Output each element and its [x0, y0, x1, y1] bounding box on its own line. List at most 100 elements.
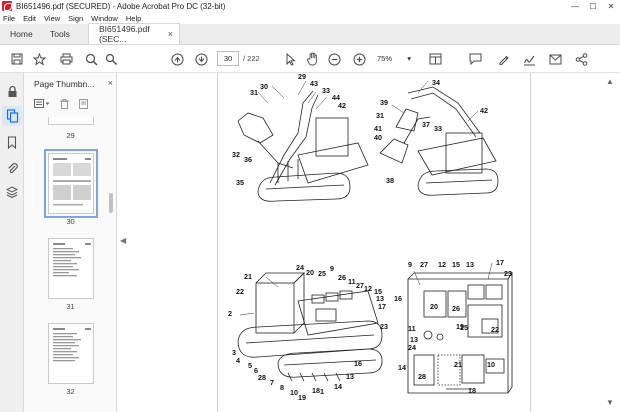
thumbnail-page-32[interactable]: [48, 323, 94, 384]
collapse-panel-handle[interactable]: ◀: [120, 236, 127, 245]
highlight-pen-icon[interactable]: [496, 52, 510, 66]
comment-icon[interactable]: [468, 52, 482, 66]
callout-label: 31: [376, 111, 384, 120]
callout-label: 34: [432, 78, 440, 87]
minimize-button[interactable]: —: [571, 1, 579, 11]
callout-label: 11: [348, 277, 356, 286]
attachment-icon[interactable]: [5, 161, 19, 175]
zoom-out-icon[interactable]: [327, 52, 341, 66]
callout-label: 21: [244, 272, 252, 281]
extract-page-icon[interactable]: [79, 99, 88, 111]
close-window-button[interactable]: ✕: [607, 1, 615, 11]
thumbnail-label-30: 30: [66, 217, 75, 226]
scroll-down-arrow[interactable]: ▼: [606, 398, 614, 407]
callout-label: 21: [454, 360, 462, 369]
thumbnail-page-31[interactable]: [48, 238, 94, 299]
acrobat-logo-icon: [2, 1, 12, 11]
tab-close-icon[interactable]: ×: [167, 29, 173, 39]
share-email-icon[interactable]: [548, 52, 562, 66]
thumbnail-page-30[interactable]: [44, 149, 98, 218]
title-bar: BI651496.pdf (SECURED) - Adobe Acrobat P…: [0, 0, 620, 12]
page-thumbnails-icon[interactable]: [2, 106, 22, 126]
page-down-icon[interactable]: [194, 52, 208, 66]
excavator-top-left-drawing: [237, 90, 369, 202]
tab-document[interactable]: BI651496.pdf (SEC... ×: [88, 23, 180, 44]
page-up-icon[interactable]: [170, 52, 184, 66]
save-icon[interactable]: [10, 52, 24, 66]
callout-label: 30: [260, 82, 268, 91]
callout-label: 26: [338, 273, 346, 282]
callout-label: 23: [380, 322, 388, 331]
search-zoom-icon[interactable]: [84, 52, 98, 66]
page-number-input[interactable]: 30: [217, 51, 239, 66]
callout-label: 42: [480, 106, 488, 115]
zoom-level-value: 75%: [377, 54, 393, 63]
callout-label: 19: [298, 393, 306, 402]
lock-icon[interactable]: [5, 84, 19, 98]
schematic-bottom-right-drawing: [407, 271, 513, 394]
page-thumbnails-panel: Page Thumbn... × 29: [24, 73, 117, 412]
zoom-in-icon[interactable]: [352, 52, 366, 66]
print-icon[interactable]: [59, 52, 73, 66]
callout-label: 7: [270, 378, 274, 387]
page-view-icon[interactable]: [428, 52, 442, 66]
callout-label: 16: [394, 294, 402, 303]
callout-label: 10: [487, 360, 495, 369]
window-controls: — ☐ ✕: [566, 0, 620, 12]
share-icon[interactable]: [574, 52, 588, 66]
select-cursor-icon[interactable]: [283, 52, 297, 66]
callout-label: 3: [232, 348, 236, 357]
machine-bottom-left-drawing: [237, 272, 383, 382]
menu-window[interactable]: Window: [91, 13, 118, 23]
bookmark-icon[interactable]: [5, 135, 19, 149]
callout-label: 22: [491, 325, 499, 334]
thumbnails-list[interactable]: 29 30: [24, 117, 117, 412]
callout-label: 29: [298, 73, 306, 81]
callout-label: 24: [408, 343, 416, 352]
callout-label: 17: [496, 258, 504, 267]
thumbnails-toolbar: [24, 95, 117, 115]
thumbnail-label-29: 29: [66, 131, 75, 140]
callout-label: 24: [296, 263, 304, 272]
callout-label: 4: [236, 356, 240, 365]
tab-tools[interactable]: Tools: [40, 23, 88, 44]
menu-edit[interactable]: Edit: [23, 13, 37, 23]
menu-view[interactable]: View: [44, 13, 61, 23]
close-panel-icon[interactable]: ×: [107, 78, 113, 88]
menu-sign[interactable]: Sign: [68, 13, 84, 23]
callout-label: 8: [280, 383, 284, 392]
delete-page-icon[interactable]: [60, 99, 69, 111]
callout-label: 13: [346, 372, 354, 381]
thumbnails-scrollbar[interactable]: [108, 117, 114, 412]
callout-label: 17: [378, 302, 386, 311]
right-tools-pane: [532, 73, 620, 412]
maximize-button[interactable]: ☐: [589, 1, 597, 11]
layers-icon[interactable]: [5, 185, 19, 199]
thumbnail-options-icon[interactable]: [34, 99, 50, 111]
scrollbar-thumb[interactable]: [109, 193, 113, 213]
tab-document-label: BI651496.pdf (SEC...: [99, 24, 150, 44]
callout-label: 39: [380, 98, 388, 107]
callout-label: 25: [318, 269, 326, 278]
menu-file[interactable]: File: [3, 13, 16, 23]
bookmark-star-icon[interactable]: [32, 52, 46, 66]
hand-icon[interactable]: [305, 52, 319, 66]
callout-label: 33: [434, 124, 442, 133]
callout-label: 37: [422, 120, 430, 129]
callout-label: 41: [374, 124, 382, 133]
tab-home-label: Home: [10, 28, 33, 39]
zoom-level-dropdown[interactable]: 75% ▾: [374, 51, 414, 66]
tab-home[interactable]: Home: [0, 23, 40, 44]
callout-label: 13: [410, 335, 418, 344]
menu-help[interactable]: Help: [125, 13, 142, 23]
thumbnails-panel-title: Page Thumbn...: [34, 79, 95, 89]
sign-icon[interactable]: [522, 52, 536, 66]
callout-label: 27: [356, 281, 364, 290]
callout-label: 38: [386, 176, 394, 185]
find-icon[interactable]: [104, 52, 118, 66]
callout-label: 18: [468, 386, 476, 395]
thumbnail-page-29[interactable]: [48, 117, 94, 125]
callout-label: 2: [228, 309, 232, 318]
callout-label: 32: [232, 150, 240, 159]
scroll-up-arrow[interactable]: ▲: [606, 77, 614, 86]
